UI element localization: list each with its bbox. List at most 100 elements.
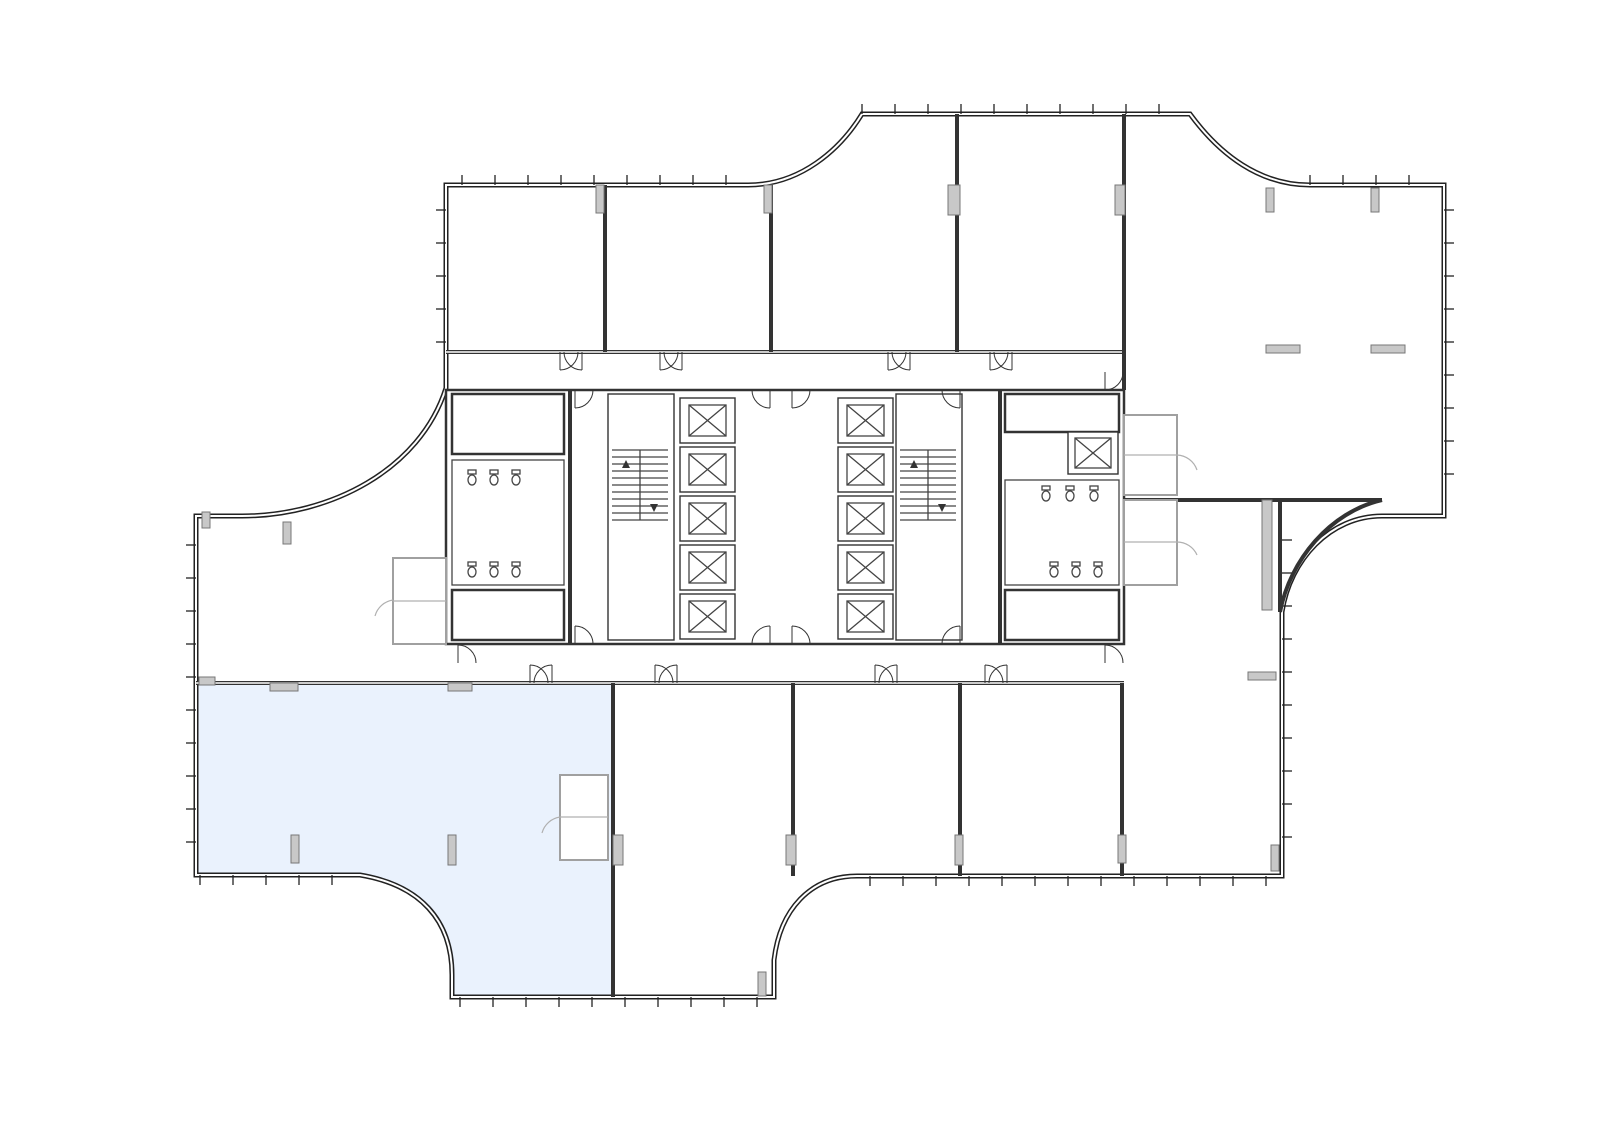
elevator-icon (846, 502, 885, 535)
outer-envelope (193, 111, 1447, 1000)
structural-column (763, 184, 773, 214)
structural-column (595, 184, 605, 214)
elevator-west-3 (679, 495, 736, 542)
door-icon (878, 664, 898, 684)
storage-room (1003, 392, 1121, 434)
door-icon (563, 351, 583, 371)
toilet-tank (1049, 561, 1059, 567)
door-swing (878, 664, 898, 684)
elevator-car (846, 404, 885, 437)
door-swing (988, 664, 1008, 684)
elevator-west-5 (679, 593, 736, 640)
doors (457, 351, 1124, 684)
window-mullions (186, 104, 1454, 1007)
toilet-bowl (489, 474, 499, 486)
toilet-tank (1065, 485, 1075, 491)
stair-east (895, 393, 963, 641)
elevator-icon (688, 453, 727, 486)
service-elevator (1067, 431, 1119, 475)
structural-column (1270, 844, 1280, 872)
toilet-icon (1041, 485, 1051, 502)
door-icon (529, 664, 549, 684)
door-swing (574, 625, 594, 645)
highlighted-suite[interactable] (196, 683, 613, 997)
door-icon (658, 664, 678, 684)
door-swing (559, 351, 579, 371)
toilet-tank (1089, 485, 1099, 491)
elevator-car (688, 453, 727, 486)
door-icon (887, 351, 907, 371)
elevator-icon (846, 551, 885, 584)
elevator-east-2 (837, 446, 894, 493)
toilet-bowl (467, 474, 477, 486)
toilet-bowl (511, 474, 521, 486)
toilet-icon (467, 561, 477, 578)
elevator-banks (679, 397, 1119, 640)
elevator-east-3 (837, 495, 894, 542)
elevator-icon (846, 600, 885, 633)
partition-walls (196, 114, 1383, 997)
toilet-icon (489, 561, 499, 578)
storage-room (450, 588, 566, 642)
stair-icon (650, 504, 658, 512)
toilet-icon (511, 469, 521, 486)
elevator-east-1 (837, 397, 894, 444)
toilet-icon (1093, 561, 1103, 578)
elevator-icon (688, 600, 727, 633)
door-icon (533, 664, 553, 684)
stair-flights (612, 449, 956, 521)
structural-column (1261, 499, 1273, 611)
toilet-tank (511, 469, 521, 475)
door-swing (533, 664, 553, 684)
door-swing (1104, 371, 1124, 391)
toilet-tank (511, 561, 521, 567)
door-swing (791, 625, 811, 645)
structural-column (947, 184, 961, 216)
door-icon (791, 625, 811, 645)
structural-column (447, 834, 457, 866)
elevator-east-4 (837, 544, 894, 591)
toilet-tank (1093, 561, 1103, 567)
elevator-icon (688, 502, 727, 535)
toilet-icon (1065, 485, 1075, 502)
elevator-icon (688, 404, 727, 437)
elevator-car (688, 551, 727, 584)
toilet-tank (1071, 561, 1081, 567)
structural-column (290, 834, 300, 864)
toilet-tank (489, 469, 499, 475)
elevator-car (1074, 437, 1112, 469)
toilet-tank (489, 561, 499, 567)
door-icon (988, 664, 1008, 684)
door-icon (654, 664, 674, 684)
toilet-bowl (1093, 566, 1103, 578)
structural-column (785, 834, 797, 866)
toilet-fixtures (467, 469, 1103, 578)
structural-columns (198, 184, 1406, 997)
door-swing (984, 664, 1004, 684)
elevator-west-2 (679, 446, 736, 493)
storage-room (1003, 588, 1121, 642)
door-swing (654, 664, 674, 684)
door-swing (887, 351, 907, 371)
stair-icon (938, 504, 946, 512)
wet-pods (374, 414, 1198, 861)
door-swing (751, 389, 771, 409)
elevator-icon (1074, 437, 1112, 469)
door-swing (941, 625, 961, 645)
structural-column (1114, 184, 1126, 216)
elevator-icon (846, 404, 885, 437)
structural-column (1117, 834, 1127, 864)
storage-room (450, 392, 566, 456)
structural-column (1370, 344, 1406, 354)
elevator-icon (688, 551, 727, 584)
toilet-icon (1071, 561, 1081, 578)
stair-west (607, 393, 675, 641)
door-swing (941, 389, 961, 409)
door-swing (529, 664, 549, 684)
door-swing (989, 351, 1009, 371)
door-swing (457, 644, 477, 664)
structural-column (757, 971, 767, 997)
toilet-bowl (489, 566, 499, 578)
